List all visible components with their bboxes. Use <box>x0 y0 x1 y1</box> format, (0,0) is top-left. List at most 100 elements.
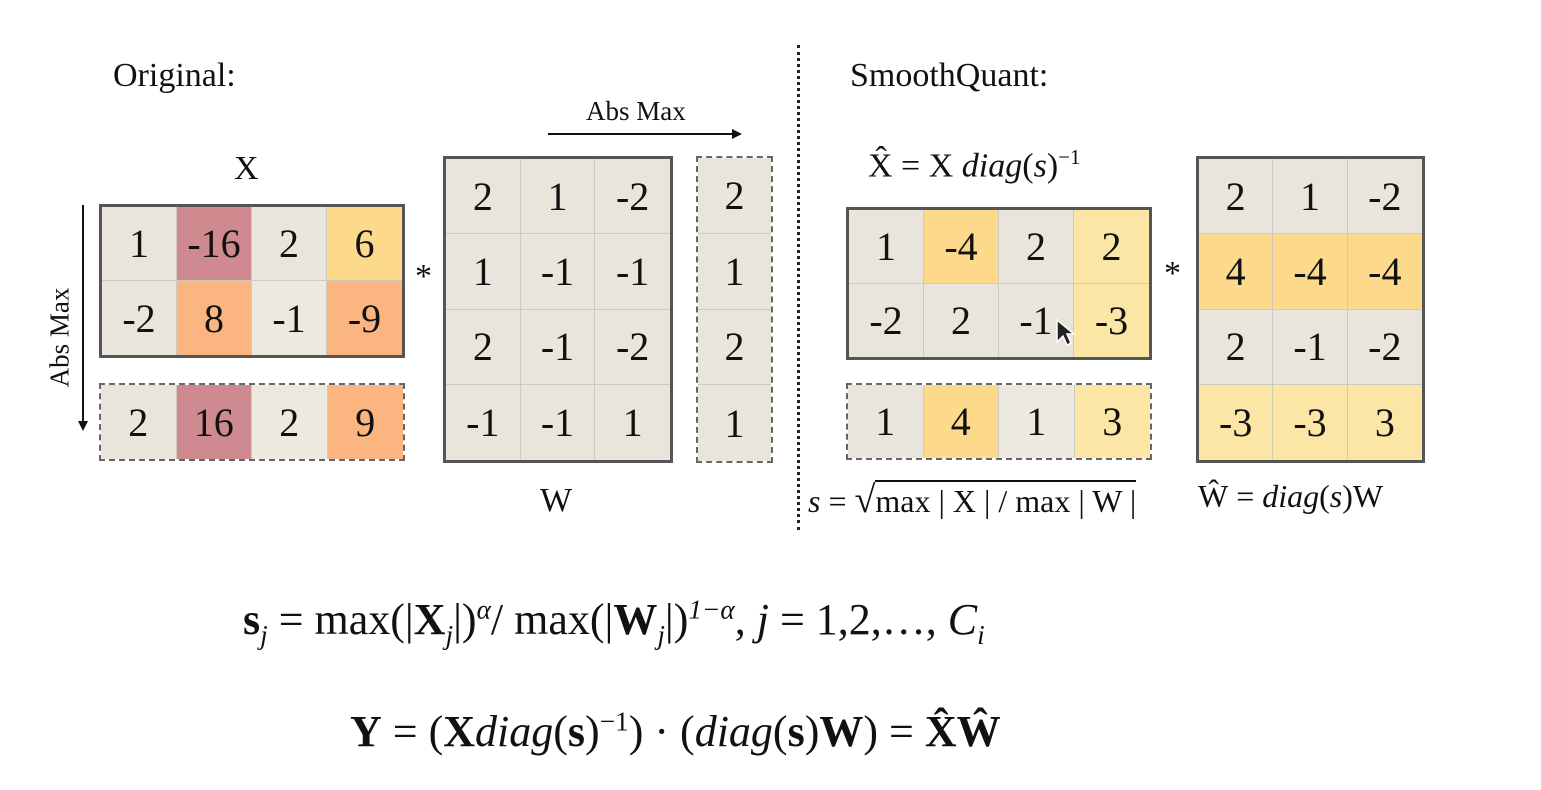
f2-part: ( <box>772 707 788 756</box>
xhat-formula-part: ( <box>1022 147 1034 185</box>
matrix-cell: 2 <box>1199 159 1274 235</box>
matrix-cell: 9 <box>327 385 403 459</box>
matrix-cell: -2 <box>1347 309 1422 385</box>
abs-max-side-label: Abs Max <box>44 287 75 388</box>
f2-part: ) = <box>863 707 925 756</box>
f1-part: j <box>445 619 454 650</box>
multiply-symbol-right: * <box>1164 255 1181 292</box>
matrix-cell: -1 <box>446 384 521 460</box>
multiply-symbol: * <box>415 258 432 295</box>
f2-part: X̂Ŵ <box>924 707 1001 756</box>
f1-part: i <box>977 619 985 650</box>
matrix-cell: 6 <box>327 207 402 281</box>
f1-part: |) <box>664 595 689 644</box>
f2-part: ( <box>553 707 568 756</box>
matrix-cell: 2 <box>999 210 1074 284</box>
smoothing-factor-formula: sj = max(|Xj|)α/ max(|Wj|)1−α, j = 1,2,…… <box>243 594 985 651</box>
matrix-cell: -1 <box>1273 309 1348 385</box>
f2-part: s <box>787 707 805 756</box>
matrix-cell: 16 <box>176 385 252 459</box>
matrix-cell: 2 <box>698 309 771 386</box>
xhat-formula-part: X̂ = X <box>868 147 962 185</box>
matrix-cell: -2 <box>595 309 670 385</box>
matrix-cell: 2 <box>252 385 328 459</box>
matrix-cell: -2 <box>1347 159 1422 235</box>
xhat-formula-part: ) <box>1046 147 1059 185</box>
f2-part: −1 <box>599 706 629 737</box>
f2-part: W <box>819 707 864 756</box>
matrix-cell: -2 <box>595 159 670 235</box>
matrix-cell: -2 <box>849 283 924 357</box>
x-label: X <box>234 150 259 187</box>
xhat-formula: X̂ = X diag(s)−1 <box>868 145 1081 185</box>
xhat-formula-part: diag <box>961 147 1023 185</box>
what-formula-part: Ŵ = <box>1198 478 1263 514</box>
arrow-down-icon <box>78 205 88 431</box>
f1-part: C <box>947 595 978 644</box>
matrix-cell: 1 <box>446 234 521 310</box>
matrix-cell: 2 <box>1074 210 1149 284</box>
xhat-formula-part: −1 <box>1058 145 1081 169</box>
w-label: W <box>540 482 573 519</box>
what-formula-part: ( <box>1319 478 1330 514</box>
matrix-cell: 2 <box>698 158 771 234</box>
matrix-cell: 2 <box>101 385 177 459</box>
f1-part: s <box>243 595 261 644</box>
matrix-cell: -1 <box>252 281 327 355</box>
what-formula-part: )W <box>1342 478 1384 514</box>
f1-part: = 1,2,…, <box>768 595 948 644</box>
matrix-cell: -1 <box>999 283 1074 357</box>
f1-part: j <box>657 619 665 650</box>
f1-part: W <box>613 595 658 644</box>
smoothquant-title: SmoothQuant: <box>850 57 1049 94</box>
f1-part: α <box>476 594 491 625</box>
matrix-cell: -1 <box>520 309 596 385</box>
divider <box>797 45 800 530</box>
matrix-cell: -2 <box>102 281 177 355</box>
f1-part: = max(| <box>267 595 414 644</box>
f1-part: j <box>756 595 769 644</box>
matrix-cell: -16 <box>177 207 252 281</box>
f2-part: ) · ( <box>628 707 695 756</box>
matrix-cell: -3 <box>1199 384 1274 460</box>
f2-part: X <box>443 707 476 756</box>
what-formula-part: diag <box>1262 478 1320 514</box>
matrix-cell: 1 <box>848 385 924 458</box>
f2-part: s <box>567 707 586 756</box>
mouse-cursor-icon <box>1056 318 1075 347</box>
f1-part: , <box>734 595 757 644</box>
matrix-cell: -4 <box>1273 234 1348 310</box>
f2-part: Y <box>350 707 382 756</box>
matrix-cell: 2 <box>446 309 521 385</box>
f1-part: |) <box>453 595 477 644</box>
matrix-cell: -3 <box>1273 384 1348 460</box>
arrow-right-icon <box>548 129 742 139</box>
matrix-cell: 4 <box>1199 234 1274 310</box>
matrix-cell: -4 <box>924 210 999 284</box>
what-formula: Ŵ = diag(s)W <box>1198 478 1383 515</box>
matrix-cell: 3 <box>1074 385 1150 458</box>
matrix-cell: -4 <box>1347 234 1422 310</box>
matrix-cell: 1 <box>698 233 771 310</box>
original-title: Original: <box>113 57 236 94</box>
f2-part: ) <box>804 707 820 756</box>
sqrt-symbol: √ <box>854 479 876 521</box>
matrix-cell: -1 <box>595 234 670 310</box>
matrix-cell: 1 <box>999 385 1075 458</box>
f1-part: 1−α <box>688 594 735 625</box>
matrix-cell: 1 <box>595 384 670 460</box>
matrix-cell: 1 <box>1273 159 1348 235</box>
matrix-cell: 1 <box>849 210 924 284</box>
xhat-formula-part: s <box>1033 147 1047 185</box>
matrix-cell: 1 <box>102 207 177 281</box>
abs-max-top-label: Abs Max <box>586 96 686 126</box>
f2-part: = ( <box>381 707 444 756</box>
matrix-cell: -3 <box>1074 283 1149 357</box>
matrix-cell: 3 <box>1347 384 1422 460</box>
f2-part: diag <box>694 707 773 756</box>
s-formula-part: s <box>808 483 821 519</box>
